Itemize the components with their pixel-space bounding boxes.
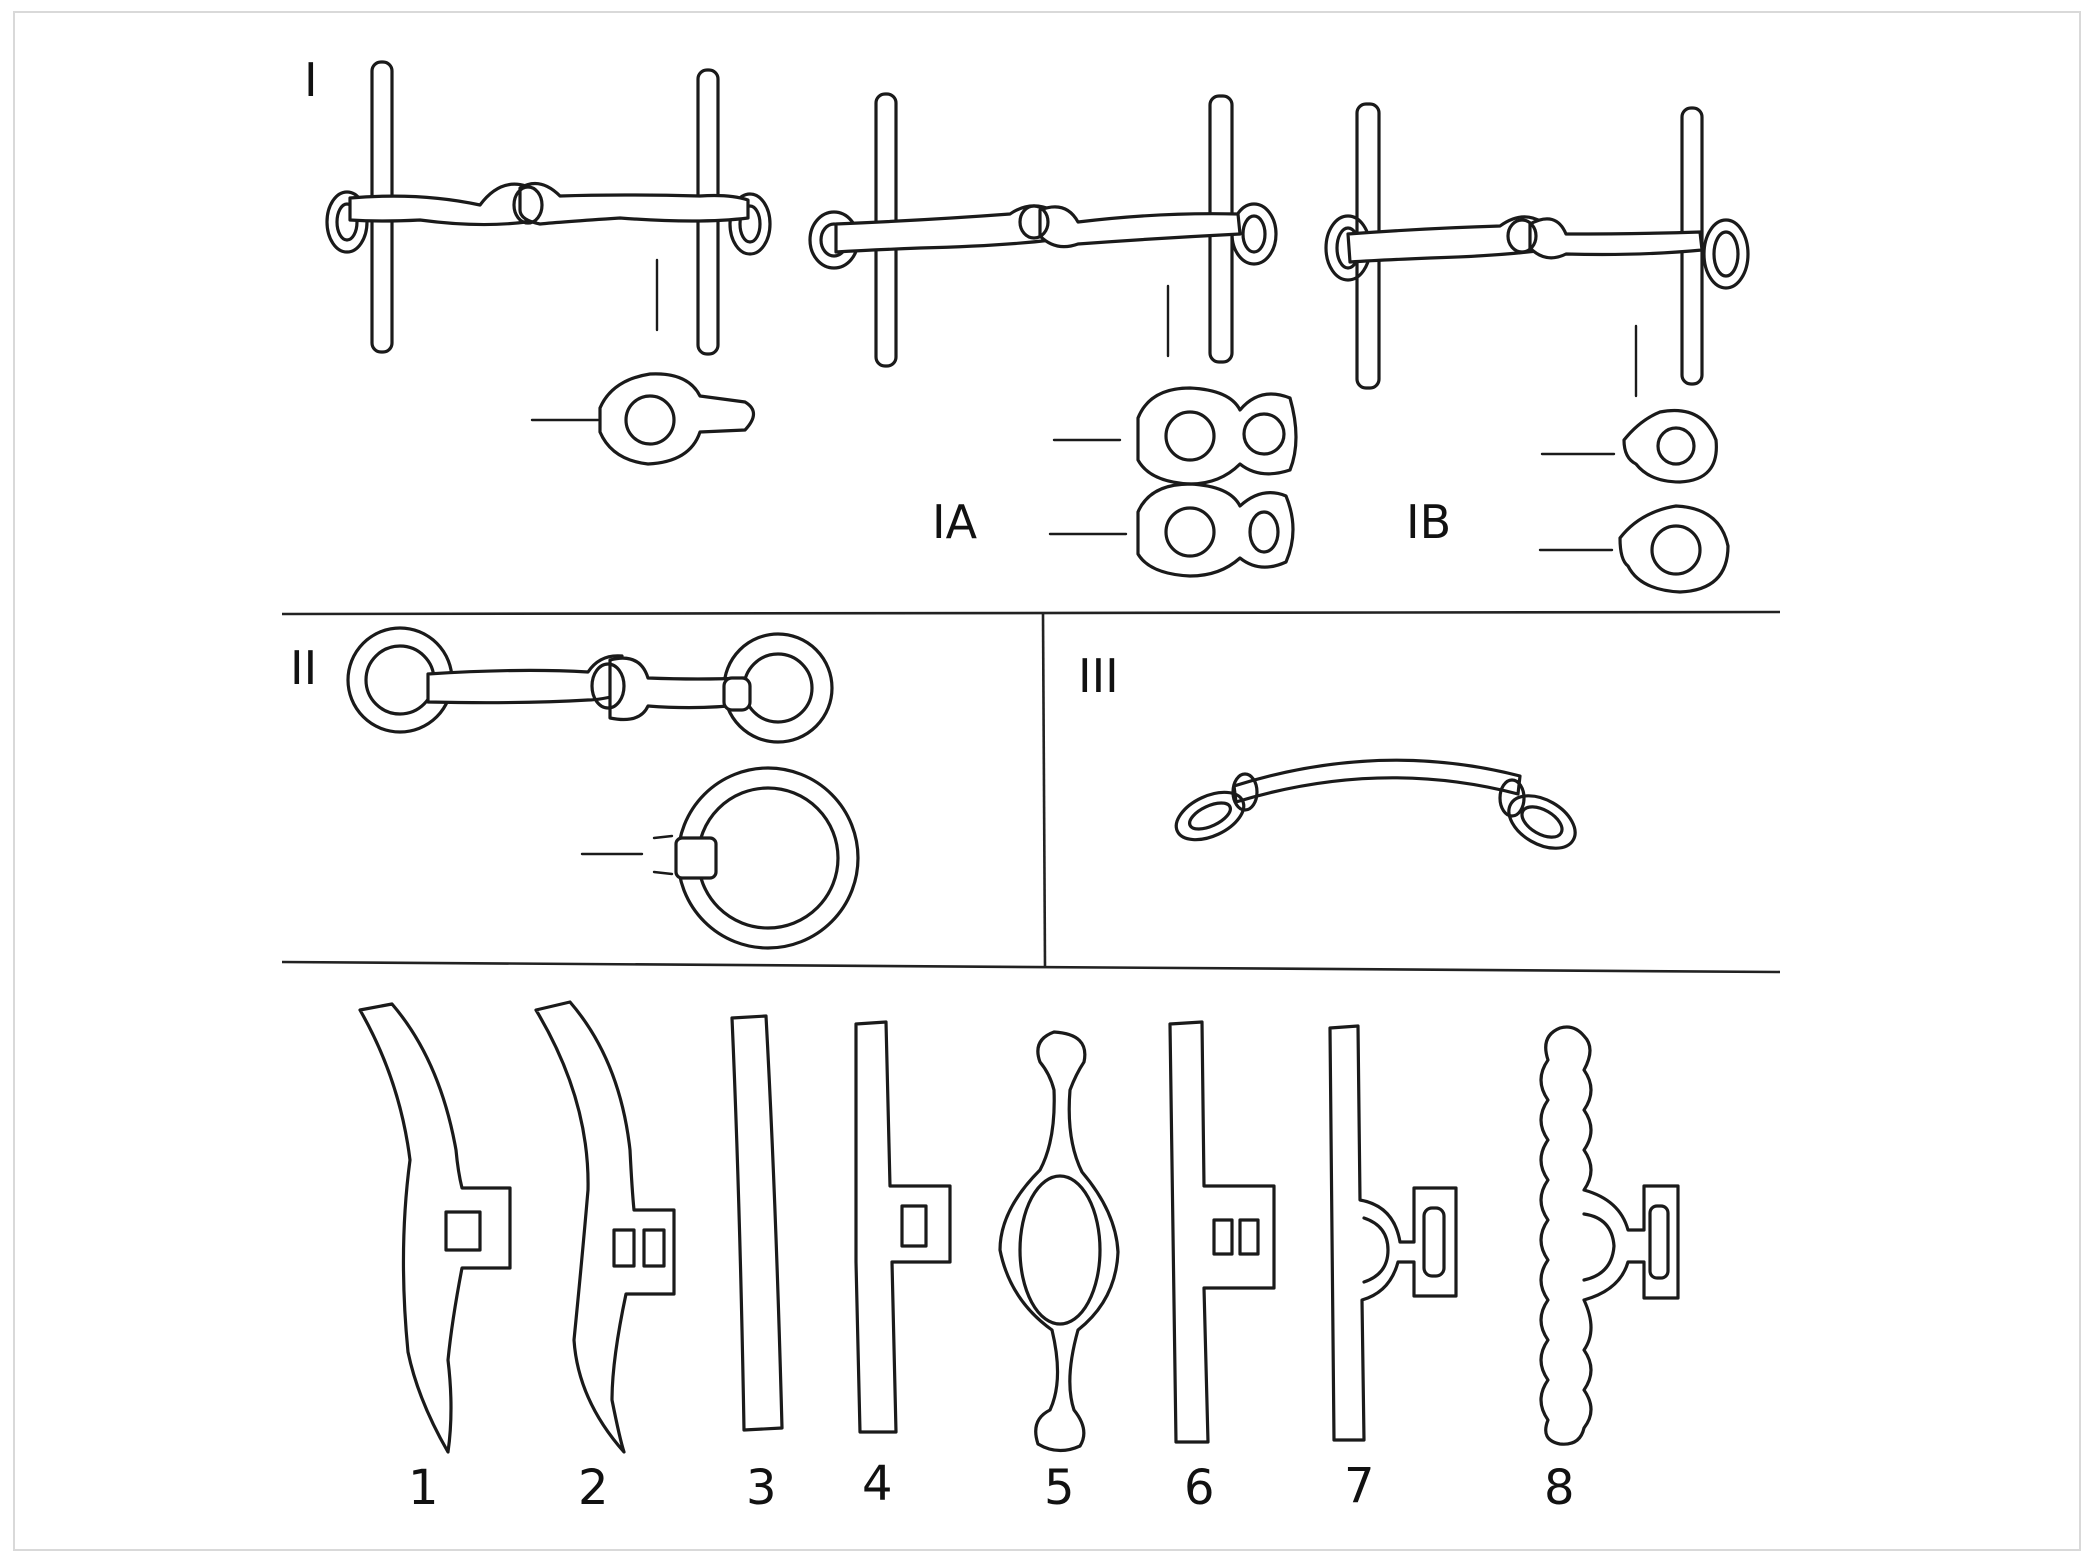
cheekpiece-7 bbox=[1328, 1024, 1458, 1442]
item-number-7: 7 bbox=[1344, 1458, 1375, 1514]
section-label-IB: IB bbox=[1406, 495, 1451, 549]
divider-middle-vertical bbox=[1041, 613, 1047, 968]
cheekpiece-3 bbox=[730, 1014, 784, 1432]
divider-upper bbox=[281, 610, 1781, 616]
divider-lower bbox=[281, 960, 1781, 974]
section-label-III: III bbox=[1078, 649, 1119, 703]
section-label-II: II bbox=[290, 641, 317, 695]
item-number-4: 4 bbox=[862, 1456, 893, 1512]
cheekpiece-2 bbox=[534, 1000, 676, 1454]
item-number-8: 8 bbox=[1544, 1460, 1575, 1516]
item-number-1: 1 bbox=[408, 1460, 439, 1516]
bit-II-drawing bbox=[346, 626, 860, 950]
bit-IB-drawing: IB bbox=[1324, 102, 1750, 594]
item-number-6: 6 bbox=[1184, 1460, 1215, 1516]
bit-I-drawing bbox=[325, 60, 772, 466]
cheekpiece-1 bbox=[358, 1002, 512, 1454]
section-label-IA: IA bbox=[932, 495, 978, 549]
item-number-2: 2 bbox=[578, 1460, 609, 1516]
cheekpiece-4 bbox=[854, 1020, 952, 1434]
bit-III-drawing bbox=[1174, 758, 1577, 850]
bit-IA-drawing: IA bbox=[808, 92, 1298, 578]
section-label-I: I bbox=[304, 53, 318, 107]
cheekpiece-8 bbox=[1539, 1025, 1680, 1446]
item-number-3: 3 bbox=[746, 1460, 777, 1516]
outer-frame bbox=[13, 11, 2081, 1551]
cheekpiece-6 bbox=[1168, 1020, 1276, 1444]
item-number-5: 5 bbox=[1044, 1460, 1075, 1516]
cheekpiece-5 bbox=[998, 1030, 1120, 1453]
